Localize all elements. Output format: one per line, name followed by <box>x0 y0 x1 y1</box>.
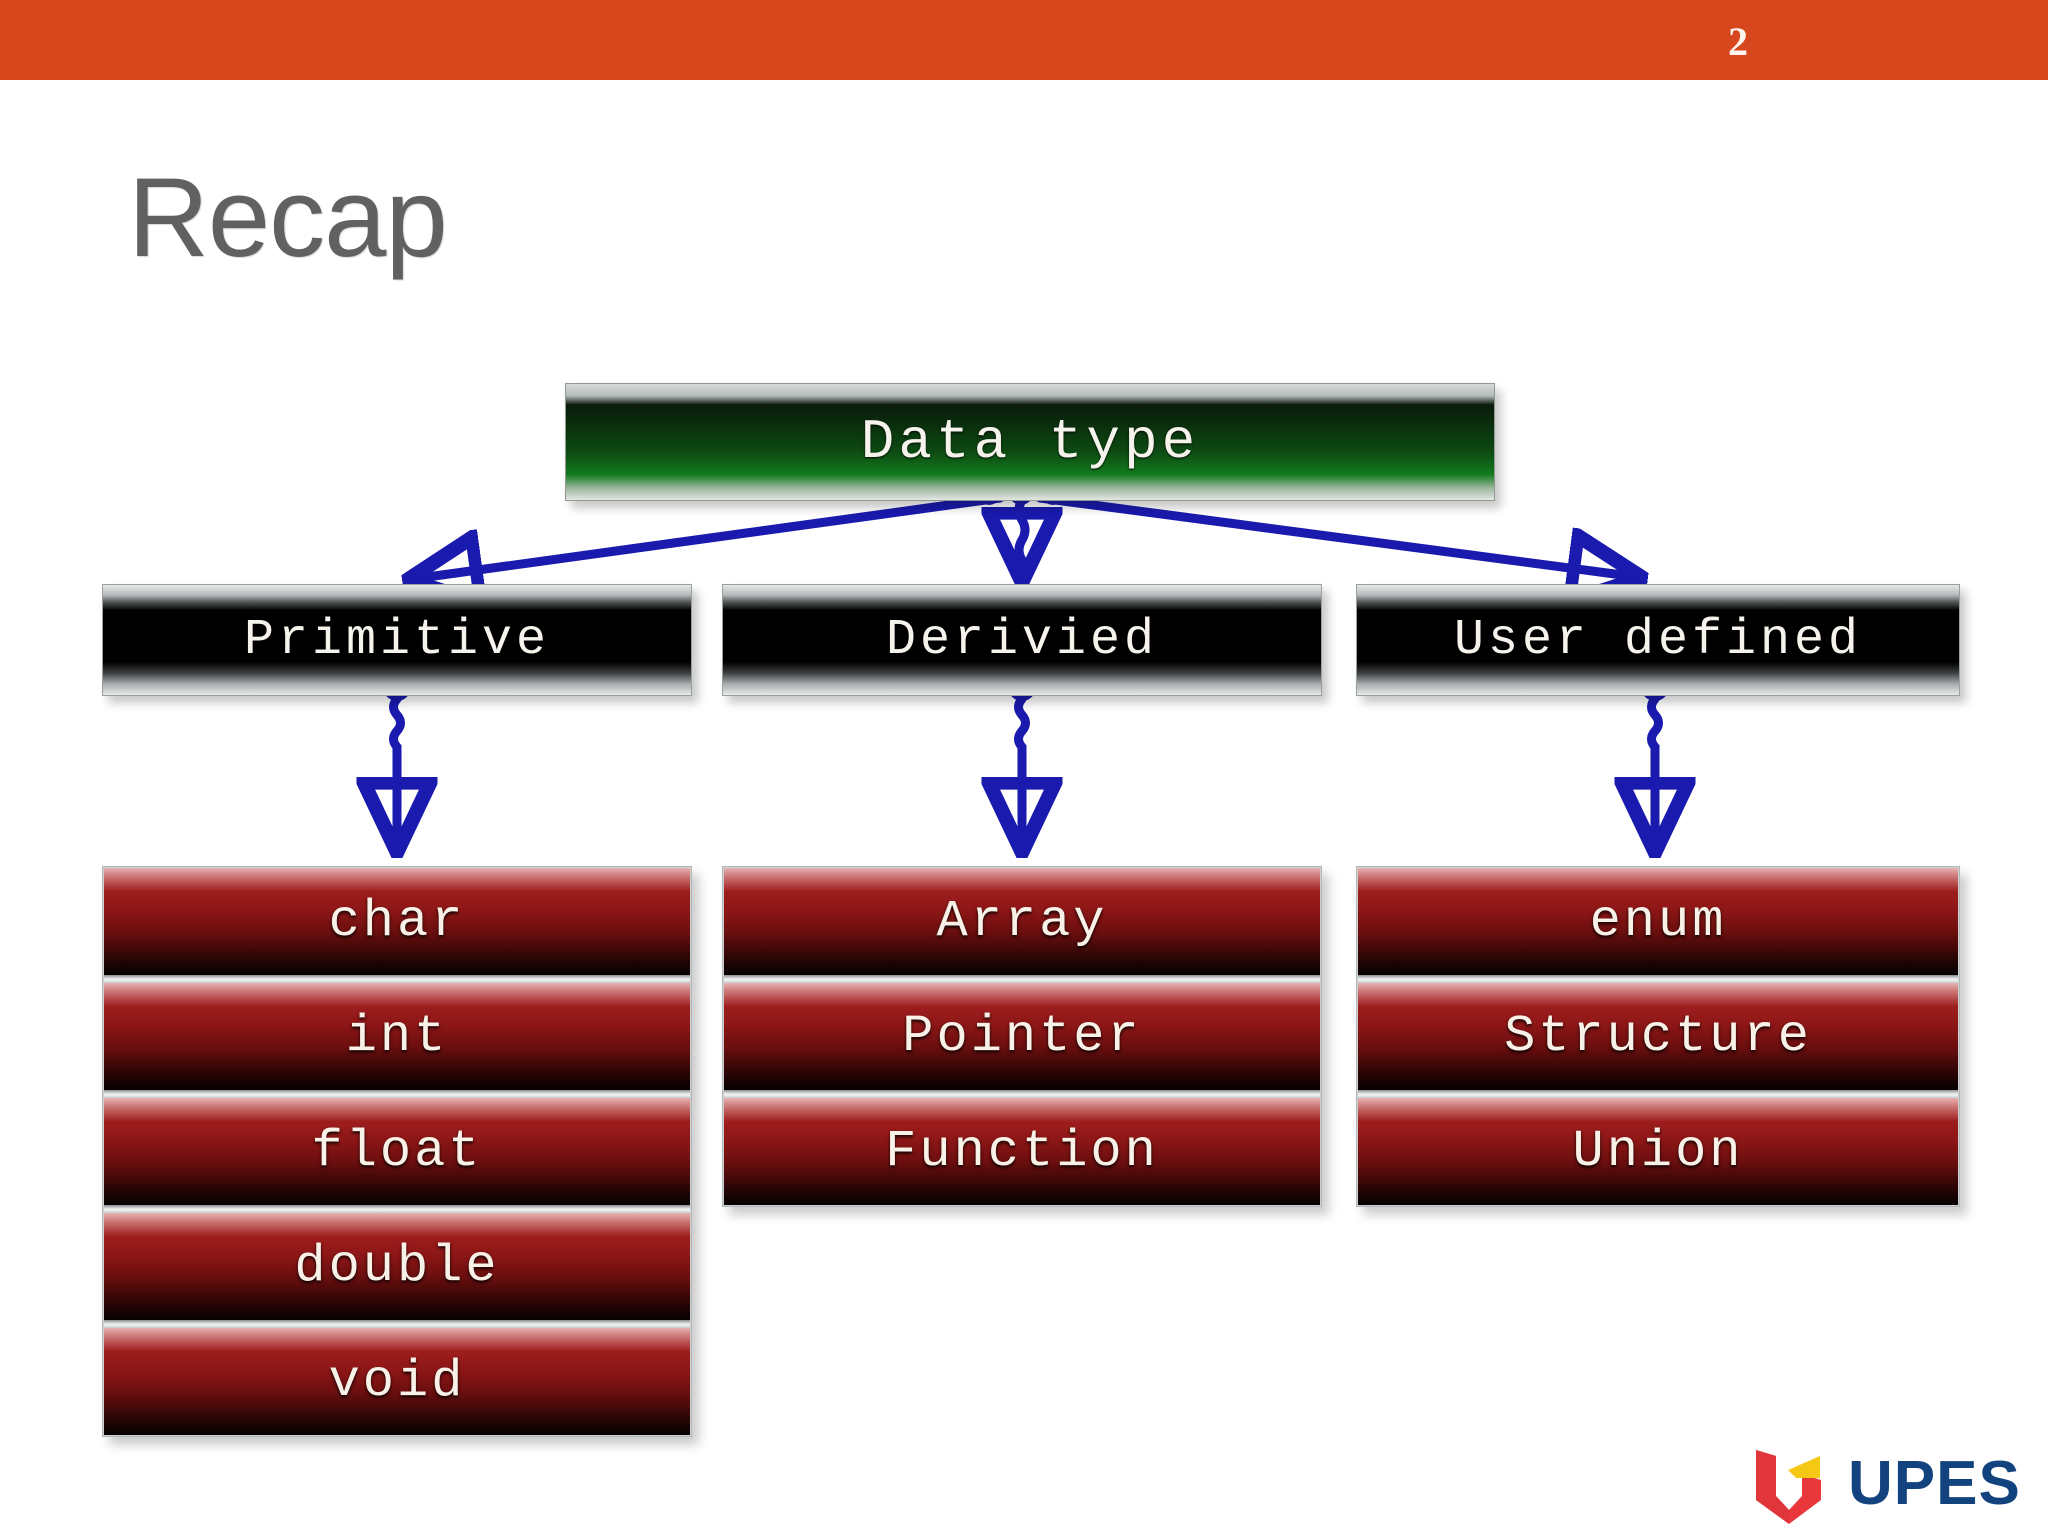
item-label: Pointer <box>902 1007 1142 1066</box>
node-data-type-label: Data type <box>860 410 1200 474</box>
list-item[interactable]: void <box>104 1320 690 1435</box>
node-user-defined[interactable]: User defined <box>1356 584 1960 696</box>
row-separator <box>1358 1090 1958 1098</box>
item-label: Array <box>936 892 1108 951</box>
list-item[interactable]: Array <box>724 868 1320 975</box>
page-number: 2 <box>1728 19 1748 64</box>
row-separator <box>104 1090 690 1098</box>
upes-logo: UPES <box>1752 1442 2024 1526</box>
primitive-items-stack: char int float double void <box>102 866 692 1437</box>
item-label: float <box>311 1122 483 1181</box>
row-separator <box>1358 975 1958 983</box>
node-data-type[interactable]: Data type <box>565 383 1495 501</box>
item-label: char <box>328 892 466 951</box>
item-label: Function <box>885 1122 1159 1181</box>
list-item[interactable]: Pointer <box>724 975 1320 1090</box>
list-item[interactable]: float <box>104 1090 690 1205</box>
node-primitive-label: Primitive <box>243 611 551 669</box>
row-separator <box>724 1090 1320 1098</box>
node-derivied-label: Derivied <box>885 611 1159 669</box>
item-label: enum <box>1589 892 1727 951</box>
node-derivied[interactable]: Derivied <box>722 584 1322 696</box>
row-separator <box>104 1205 690 1213</box>
list-item[interactable]: Function <box>724 1090 1320 1205</box>
node-user-defined-label: User defined <box>1453 611 1863 669</box>
list-item[interactable]: Union <box>1358 1090 1958 1205</box>
header-bar <box>0 0 2048 80</box>
list-item[interactable]: enum <box>1358 868 1958 975</box>
row-separator <box>724 975 1320 983</box>
item-label: int <box>345 1007 449 1066</box>
item-label: Structure <box>1504 1007 1812 1066</box>
row-separator <box>104 975 690 983</box>
upes-wordmark: UPES <box>1848 1449 2021 1518</box>
node-primitive[interactable]: Primitive <box>102 584 692 696</box>
item-label: Union <box>1572 1122 1744 1181</box>
item-label: double <box>294 1237 500 1296</box>
item-label: void <box>328 1352 466 1411</box>
user-defined-items-stack: enum Structure Union <box>1356 866 1960 1207</box>
list-item[interactable]: char <box>104 868 690 975</box>
row-separator <box>104 1320 690 1328</box>
list-item[interactable]: double <box>104 1205 690 1320</box>
derivied-items-stack: Array Pointer Function <box>722 866 1322 1207</box>
list-item[interactable]: Structure <box>1358 975 1958 1090</box>
page-title: Recap <box>128 155 448 280</box>
list-item[interactable]: int <box>104 975 690 1090</box>
upes-logo-mark-icon <box>1756 1450 1821 1524</box>
